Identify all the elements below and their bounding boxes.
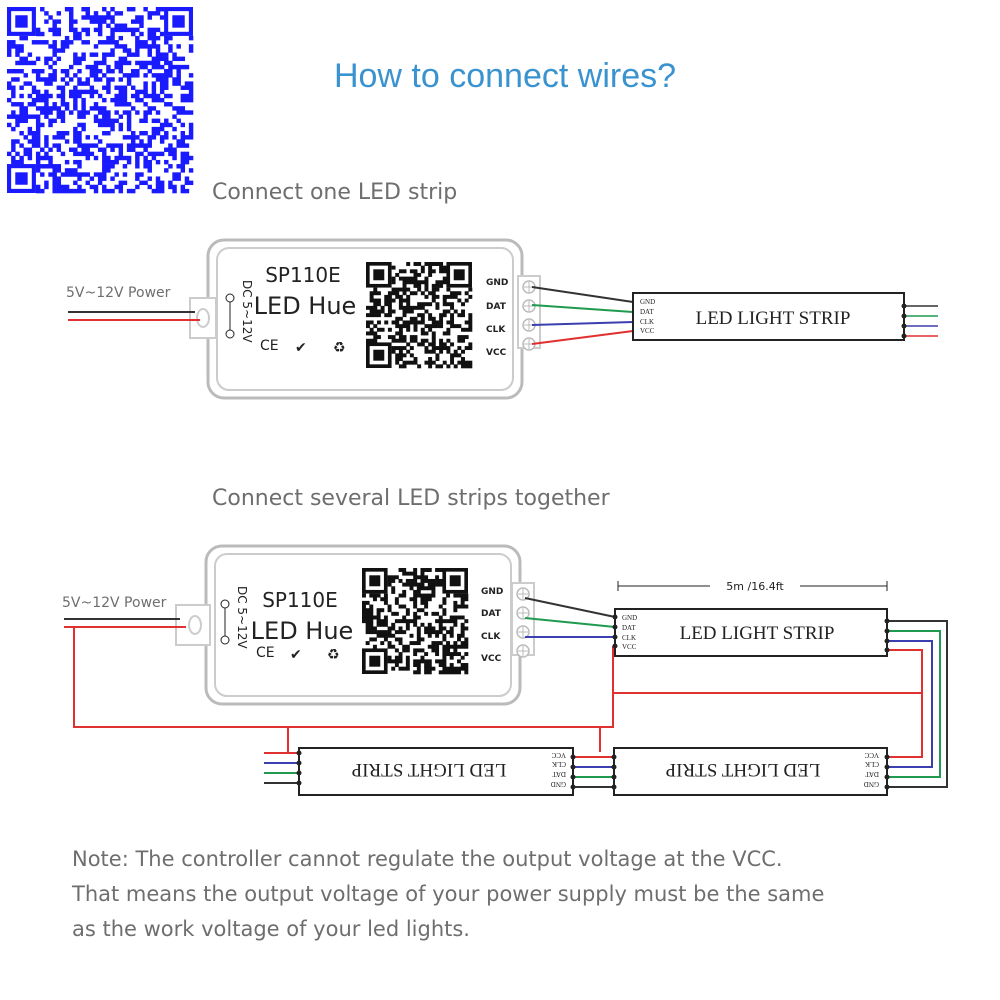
connector-dot: [612, 643, 618, 649]
strip-pin-dat: DAT: [865, 770, 879, 778]
connector-dot: [884, 784, 890, 790]
connector-dot: [612, 634, 618, 640]
strip-label: LED LIGHT STRIP: [352, 759, 507, 780]
ce-mark-icon: CE: [256, 645, 275, 661]
controller-single: DC 5~12V SP110E LED Hue CE ✔ ♻ GND DAT C…: [189, 238, 541, 400]
section-title-multi: Connect several LED strips together: [212, 486, 611, 511]
led-strip-c: LED LIGHT STRIP GND DAT CLK VCC: [613, 747, 888, 796]
strip-length-dimension: 5m /16.4ft: [617, 580, 888, 593]
strip-pin-dat: DAT: [622, 624, 636, 632]
connector-dot: [570, 774, 576, 780]
connector-dot: [296, 760, 302, 766]
power-label-single: 5V~12V Power: [66, 285, 171, 301]
connector-dot: [884, 618, 890, 624]
controller-model: SP110E: [265, 263, 341, 287]
section-title-single: Connect one LED strip: [212, 180, 457, 205]
strip-label: LED LIGHT STRIP: [680, 623, 835, 644]
strip-pin-dat: DAT: [640, 308, 654, 316]
qr-code-large: [7, 7, 194, 194]
pin-label-gnd: GND: [481, 587, 503, 597]
polarity-icon: [220, 599, 230, 645]
strip-pin-clk: CLK: [552, 760, 566, 768]
strip-pin-vcc: VCC: [640, 327, 655, 335]
dc-rating: DC 5~12V: [235, 586, 249, 649]
connector-dots: [296, 614, 890, 790]
pin-label-dat: DAT: [486, 302, 507, 312]
strip-pin-vcc: VCC: [551, 751, 566, 759]
check-mark-icon: ✔: [290, 647, 302, 663]
controller-multi: DC 5~12V SP110E LED Hue CE ✔ ♻ GND DAT C…: [175, 544, 535, 706]
strip-pin-gnd: GND: [551, 780, 566, 788]
note-line-3: as the work voltage of your led lights.: [72, 917, 470, 941]
strip-length-label: 5m /16.4ft: [726, 580, 784, 593]
strip-pin-clk: CLK: [622, 634, 636, 642]
check-mark-icon: ✔: [295, 340, 307, 356]
ce-mark-icon: CE: [260, 338, 279, 354]
strip-label: LED LIGHT STRIP: [666, 759, 821, 780]
connector-dot: [296, 770, 302, 776]
connector-dot: [296, 780, 302, 786]
connector-dot: [611, 774, 617, 780]
wires-multi: [73, 597, 948, 788]
connector-dot: [884, 628, 890, 634]
connector-dot: [884, 764, 890, 770]
controller-qr-code: [362, 568, 469, 675]
strip-pin-gnd: GND: [640, 298, 655, 306]
led-strip-a: GND DAT CLK VCC LED LIGHT STRIP: [614, 608, 888, 657]
note-line-2: That means the output voltage of your po…: [71, 882, 824, 906]
pin-label-vcc: VCC: [481, 654, 502, 664]
strip-pin-vcc: VCC: [864, 751, 879, 759]
pin-label-gnd: GND: [486, 278, 508, 288]
connector-dot: [884, 638, 890, 644]
connector-dot: [570, 784, 576, 790]
strip-pin-dat: DAT: [552, 770, 566, 778]
connector-dot: [570, 754, 576, 760]
strip-pin-vcc: VCC: [622, 643, 637, 651]
note-line-1: Note: The controller cannot regulate the…: [72, 847, 783, 871]
pin-label-clk: CLK: [481, 632, 501, 642]
led-strip-single: GND DAT CLK VCC LED LIGHT STRIP: [632, 292, 938, 341]
controller-brand: LED Hue: [251, 617, 354, 645]
connector-dot: [884, 774, 890, 780]
controller-brand: LED Hue: [254, 292, 357, 320]
strip-pin-gnd: GND: [622, 614, 637, 622]
connector-dot: [612, 614, 618, 620]
strip-label: LED LIGHT STRIP: [696, 308, 851, 329]
connector-dot: [611, 784, 617, 790]
connector-dot: [570, 764, 576, 770]
pin-label-vcc: VCC: [486, 348, 507, 358]
page-title: How to connect wires?: [334, 57, 676, 95]
led-strip-b: LED LIGHT STRIP GND DAT CLK VCC: [298, 747, 574, 796]
pin-label-clk: CLK: [486, 325, 506, 335]
polarity-icon: [225, 293, 235, 339]
connector-dot: [884, 754, 890, 760]
wires-single: [531, 286, 634, 345]
strip-pin-clk: CLK: [865, 760, 879, 768]
connector-dot: [612, 624, 618, 630]
connector-dot: [296, 750, 302, 756]
controller-model: SP110E: [262, 588, 338, 612]
controller-qr-code: [366, 262, 473, 369]
recycle-icon: ♻: [333, 340, 346, 356]
strip-pin-gnd: GND: [864, 780, 879, 788]
recycle-icon: ♻: [327, 647, 340, 663]
connector-dot: [611, 754, 617, 760]
power-label-multi: 5V~12V Power: [62, 595, 167, 611]
pin-label-dat: DAT: [481, 609, 502, 619]
strip-pin-clk: CLK: [640, 318, 654, 326]
connector-dot: [884, 647, 890, 653]
dc-rating: DC 5~12V: [240, 280, 254, 343]
connector-dot: [611, 764, 617, 770]
